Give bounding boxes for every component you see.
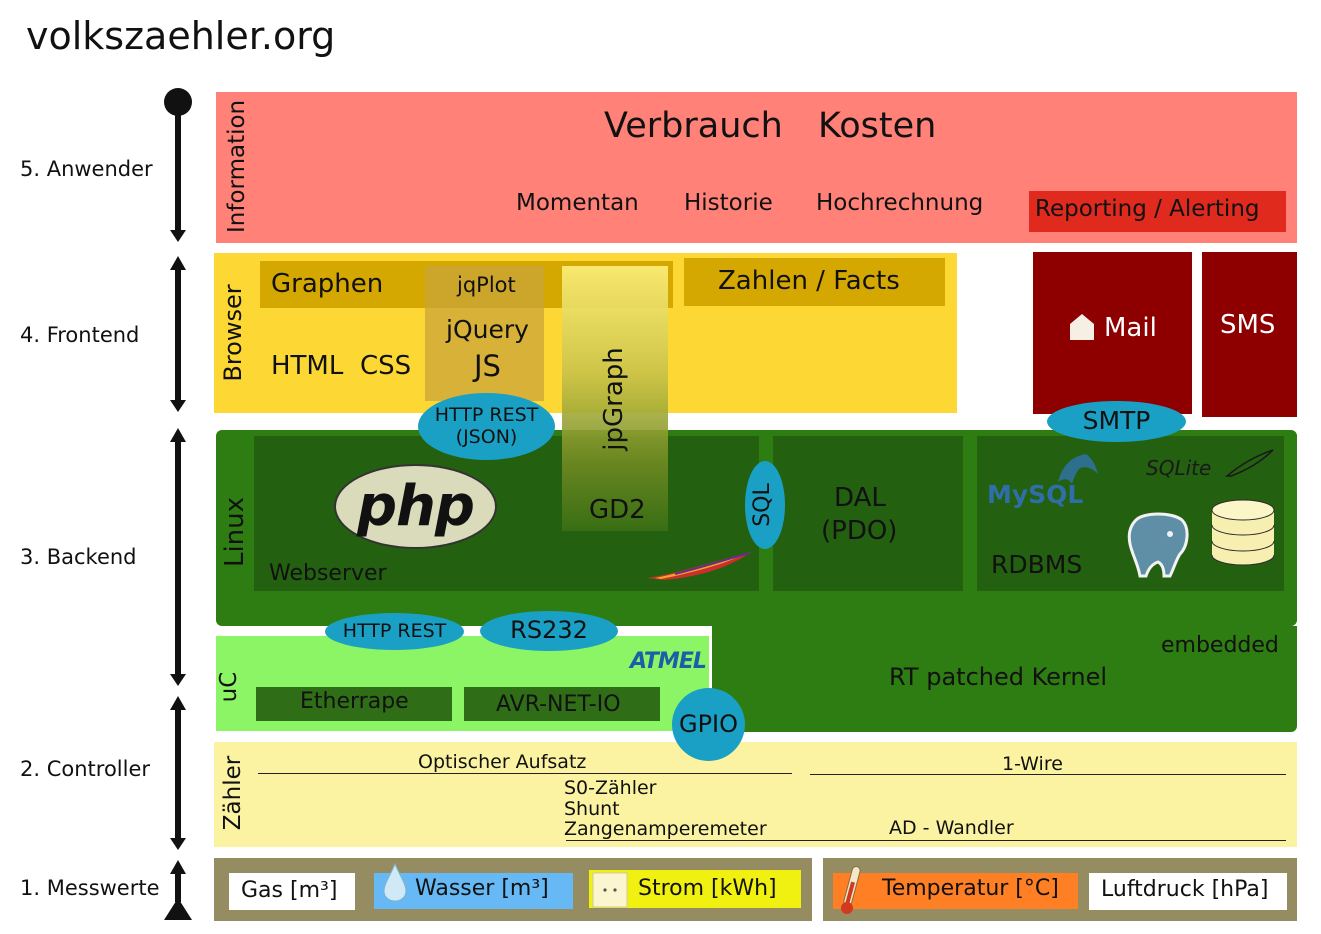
dal-box — [773, 436, 963, 591]
power-socket-icon — [592, 872, 628, 908]
luftdruck-box — [1089, 873, 1287, 910]
browser-label: Browser — [219, 284, 247, 382]
gas-label: Gas [m³] — [241, 878, 338, 903]
jpgraph-label: jpGraph — [599, 347, 629, 451]
sms-box — [1202, 252, 1297, 417]
avr-box — [464, 687, 660, 721]
zangen-label: Zangenamperemeter — [564, 818, 767, 840]
zaehler-label: Zähler — [220, 755, 246, 831]
strom-label: Strom [kWh] — [638, 876, 777, 901]
luftdruck-label: Luftdruck [hPa] — [1101, 877, 1269, 902]
level-axis — [164, 88, 192, 920]
etherrape-label: Etherrape — [300, 689, 409, 714]
thermometer-icon — [841, 866, 861, 914]
uc-label: uC — [216, 671, 242, 703]
embedded-layer — [712, 626, 1297, 732]
gas-box — [229, 873, 355, 910]
water-drop-icon — [383, 862, 407, 902]
level-label-anwender: 5. Anwender — [20, 157, 153, 181]
page-title: volkszaehler.org — [26, 14, 336, 58]
ad-label: AD - Wandler — [889, 817, 1014, 839]
apache-feather-icon — [647, 552, 751, 580]
kosten-label: Kosten — [818, 106, 937, 146]
css-label: CSS — [360, 351, 412, 381]
temperatur-box — [833, 873, 1078, 909]
http-rest-ellipse: HTTP REST — [325, 613, 464, 650]
jquery-label: jQuery — [446, 315, 529, 344]
postgresql-elephant-icon — [1127, 512, 1189, 578]
rdbms-label: RDBMS — [991, 550, 1083, 579]
optisch-line — [258, 773, 792, 774]
html-label: HTML — [271, 351, 344, 381]
wasser-box — [374, 873, 573, 909]
gd2-label: GD2 — [589, 495, 646, 525]
verbrauch-label: Verbrauch — [604, 106, 783, 146]
ad-line — [566, 840, 1286, 841]
information-label: Information — [224, 99, 250, 233]
mail-label: Mail — [1104, 313, 1157, 343]
jpgraph-bar — [562, 266, 668, 531]
avr-label: AVR-NET-IO — [496, 692, 621, 717]
dal-label: DAL — [834, 483, 886, 513]
sqlite-logo: SQLite — [1146, 456, 1212, 480]
gpio-ellipse: GPIO — [672, 688, 745, 761]
historie-label: Historie — [684, 190, 773, 216]
mail-icon — [1070, 314, 1094, 340]
level-label-controller: 2. Controller — [20, 757, 151, 781]
onewire-label: 1-Wire — [1002, 753, 1063, 775]
jqplot-label: jqPlot — [457, 273, 516, 297]
momentan-label: Momentan — [516, 190, 639, 216]
wasser-label: Wasser [m³] — [415, 876, 549, 901]
linux-label: Linux — [220, 496, 250, 568]
jquery-box — [425, 266, 544, 401]
http-rest-label: HTTP REST — [342, 619, 447, 642]
zaehler-layer — [214, 742, 1297, 847]
gpio-label: GPIO — [678, 709, 739, 738]
php-label: php — [356, 474, 475, 539]
zahlen-label: Zahlen / Facts — [718, 266, 900, 296]
temperatur-label: Temperatur [°C] — [882, 876, 1059, 901]
level-label-backend: 3. Backend — [20, 545, 137, 569]
rs232-ellipse: RS232 — [480, 611, 618, 651]
kernel-label: RT patched Kernel — [889, 663, 1108, 691]
sqlite-feather-icon — [1225, 449, 1274, 477]
shunt-label: Shunt — [564, 798, 620, 820]
http-rest-json-line1: HTTP REST — [434, 403, 539, 426]
level-label-messwerte: 1. Messwerte — [20, 876, 160, 900]
embedded-label: embedded — [1161, 633, 1279, 658]
sms-label: SMS — [1220, 310, 1276, 340]
smtp-ellipse: SMTP — [1047, 401, 1186, 442]
database-icon — [1211, 499, 1275, 566]
s0-label: S0-Zähler — [564, 777, 657, 799]
sql-ellipse — [745, 461, 785, 549]
graphen-label: Graphen — [271, 269, 384, 299]
hochrechnung-label: Hochrechnung — [816, 190, 984, 216]
atmel-logo: ATMEL — [630, 649, 707, 674]
onewire-line — [810, 774, 1286, 775]
js-label: JS — [474, 349, 501, 383]
mysql-dolphin-icon — [1058, 454, 1098, 484]
zahlen-box — [684, 258, 945, 306]
php-logo: php — [334, 464, 497, 549]
http-rest-json-ellipse: HTTP REST (JSON) — [418, 393, 555, 460]
pdo-label: (PDO) — [821, 516, 898, 546]
mail-box — [1033, 252, 1192, 414]
http-rest-json-line2: (JSON) — [455, 425, 518, 448]
mysql-logo: MySQL — [987, 480, 1084, 509]
optisch-label: Optischer Aufsatz — [418, 751, 587, 773]
level-label-frontend: 4. Frontend — [20, 323, 140, 347]
reporting-label: Reporting / Alerting — [1035, 196, 1260, 222]
smtp-label: SMTP — [1082, 406, 1151, 436]
etherrape-box — [256, 687, 452, 721]
webserver-label: Webserver — [269, 561, 387, 586]
sql-label: SQL — [750, 483, 775, 527]
reporting-box — [1029, 191, 1286, 232]
rs232-label: RS232 — [510, 616, 588, 645]
